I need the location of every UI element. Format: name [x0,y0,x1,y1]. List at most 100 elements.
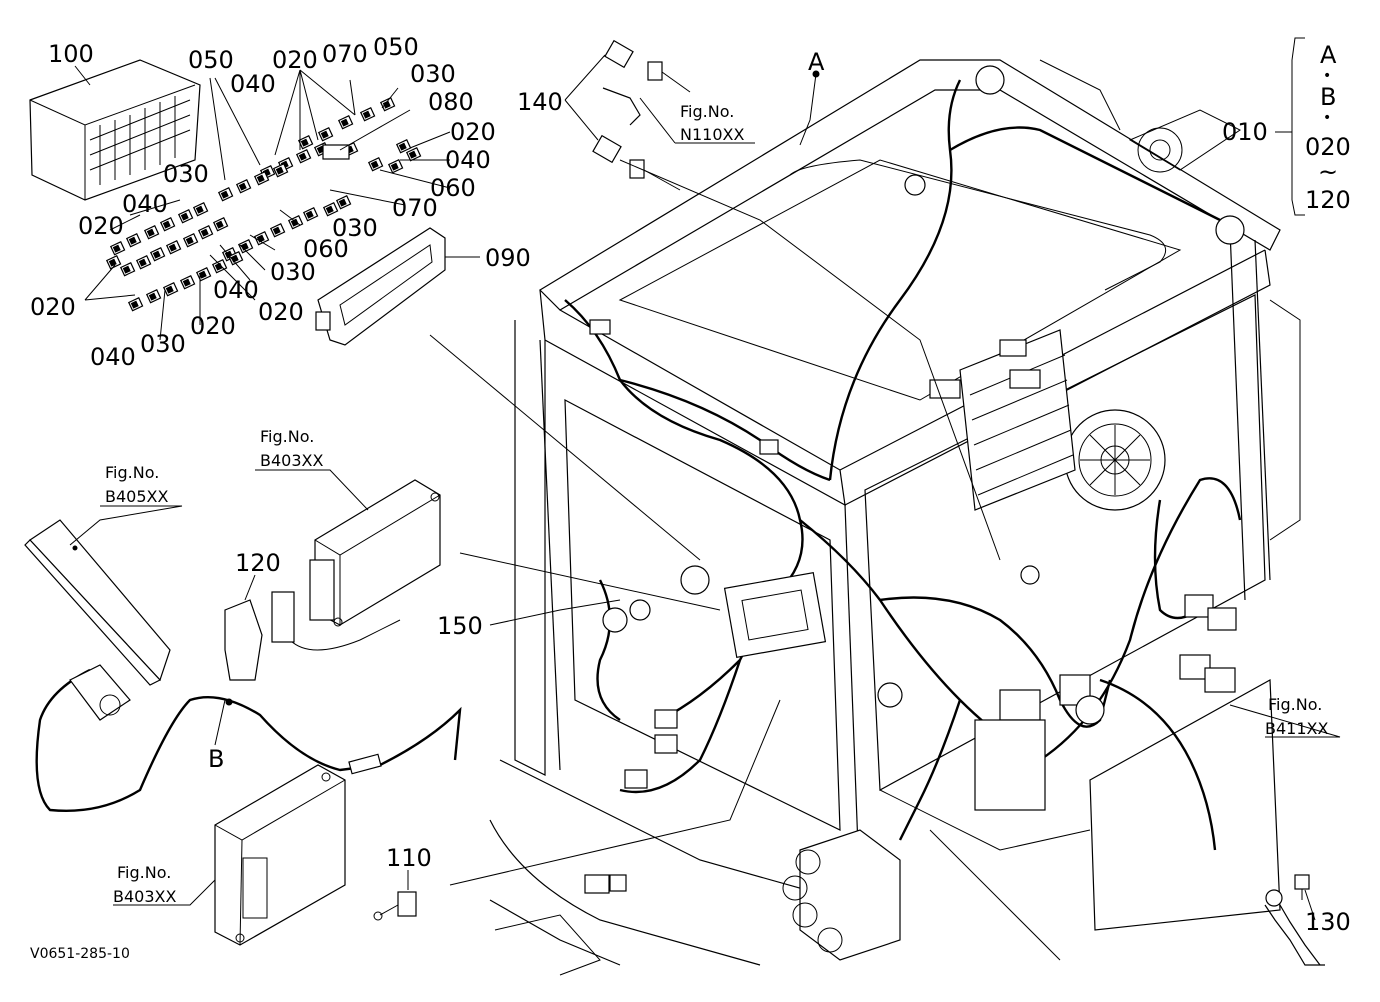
controller-unit-top [289,479,441,651]
side-grille-left [564,398,841,831]
fig-ref-b403-code: B403XX [260,451,323,470]
fig-ref-b403-bottom-label: Fig.No. [117,863,171,882]
callout-030: 030 [410,60,456,88]
callout-090: 090 [485,244,531,272]
callout-020: 020 [272,46,318,74]
callout-040: 040 [445,146,491,174]
fuse-terminal [148,292,157,301]
letter-b: B [208,745,224,773]
fuse-terminal [165,285,174,294]
callout-040: 040 [213,276,259,304]
callout-110: 110 [386,844,432,872]
fuse-terminal [162,220,171,229]
callout-020: 020 [30,293,76,321]
fig-ref-b403-label: Fig.No. [260,427,314,446]
ground-cable-130 [1264,874,1325,966]
callout-080: 080 [428,88,474,116]
fuse-terminal [398,142,407,151]
fuse-terminal [180,212,189,221]
fuse-terminal [408,150,417,159]
fuse-terminal [325,205,334,214]
callout-070: 070 [322,40,368,68]
fuse-terminal [298,152,307,161]
controller-unit-bottom [214,764,346,946]
callout-070: 070 [392,194,438,222]
fig-ref-b405-code: B405XX [105,487,168,506]
callout-140: 140 [517,88,563,116]
callout-120: 120 [235,549,281,577]
cable-b [35,664,462,812]
callout-040: 040 [122,190,168,218]
fuse-terminal [215,220,224,229]
fuse-terminal [138,258,147,267]
sensor-110 [373,891,417,921]
cab-frame [489,59,1301,976]
fuse-terminal [362,110,371,119]
harness-connectors [584,65,1245,894]
callout-020: 020 [78,212,124,240]
blower-fan [1064,409,1166,511]
fuse-terminal [185,236,194,245]
fuse-box [29,59,201,201]
fuse-terminal [108,258,117,267]
fuse-terminal [382,100,391,109]
fuse-set [105,97,422,312]
set-bracket-120: 120 [1305,186,1351,214]
fuse-terminal [182,278,191,287]
leader-lines [69,37,1341,921]
set-bracket-dot: • [1323,68,1331,84]
fig-ref-b405-label: Fig.No. [105,463,159,482]
fuse-terminal [340,118,349,127]
callout-040: 040 [90,343,136,371]
fuse-terminal [238,182,247,191]
fuse-terminal [370,160,379,169]
set-bracket-a: A [1320,41,1337,69]
callout-060: 060 [430,174,476,202]
fig-ref-b403-bottom-code: B403XX [113,887,176,906]
callout-020: 020 [450,118,496,146]
fuse-terminal [122,265,131,274]
fuse-terminal [305,210,314,219]
fuse-terminal [256,174,265,183]
fuse-terminal [220,190,229,199]
fig-ref-b411-label: Fig.No. [1268,695,1322,714]
fuse-terminal [112,244,121,253]
fuse-terminal [146,228,155,237]
switch-120 [224,591,295,681]
callout-030: 030 [270,258,316,286]
fuse-terminal [152,250,161,259]
sensor-140 [592,39,691,191]
callout-050: 050 [373,33,419,61]
fuse-terminal [320,130,329,139]
monitor-panel [24,519,171,686]
fuse-terminal [338,198,347,207]
callout-100: 100 [48,40,94,68]
callout-130: 130 [1305,908,1351,936]
side-grille-right [864,294,1266,791]
fig-ref-n110-code: N110XX [680,125,744,144]
callout-030: 030 [332,214,378,242]
fuse-terminal [300,138,309,147]
fuse-terminal [200,228,209,237]
wire-harness-main [564,79,1242,851]
fuse-terminal [128,236,137,245]
callout-040: 040 [230,70,276,98]
fuse-terminal [275,166,284,175]
set-bracket-b: B [1320,83,1336,111]
callout-060: 060 [303,235,349,263]
callout-020: 020 [190,312,236,340]
callout-010: 010 [1222,118,1268,146]
fuse-terminal [195,205,204,214]
callout-labels: 100 050 040 020 070 050 030 080 020 040 … [30,33,1351,962]
lower-grille [1089,679,1281,931]
callout-150: 150 [437,612,483,640]
callout-030: 030 [163,160,209,188]
fuse-box-cover [315,227,446,346]
valve-block [782,829,901,961]
fig-ref-n110-label: Fig.No. [680,102,734,121]
fuse-terminal [390,162,399,171]
fuse-terminal [272,226,281,235]
letter-a: A [808,48,825,76]
hvac-unit [959,329,1076,511]
